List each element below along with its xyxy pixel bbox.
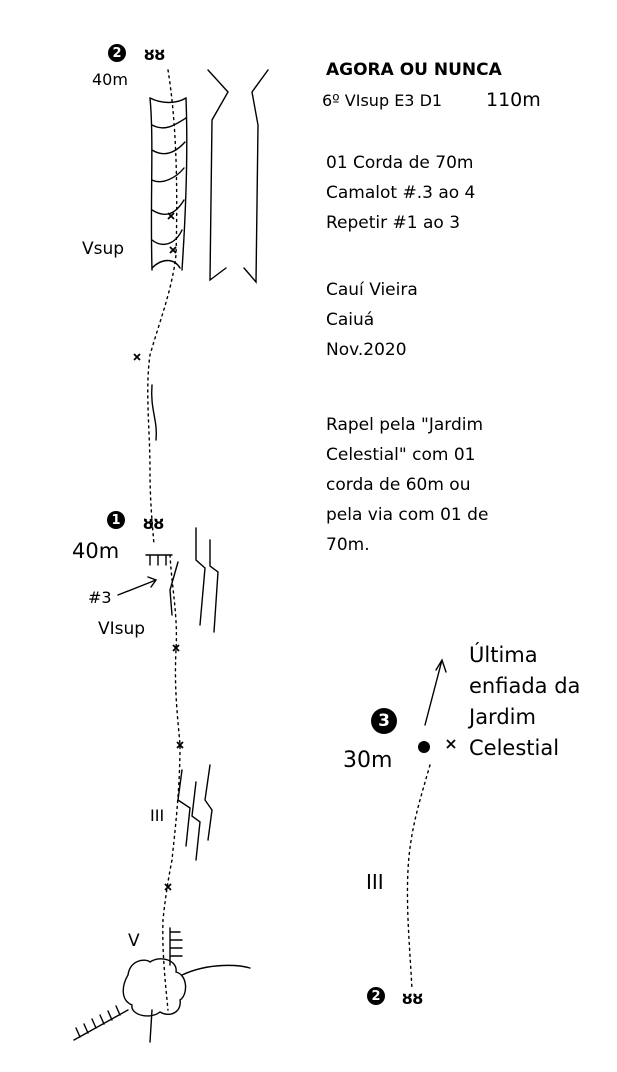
corner-left [207, 69, 229, 282]
grade-label: III [366, 870, 384, 894]
arrow-icon [424, 658, 447, 726]
rappel-line: corda de 60m ou [326, 475, 471, 495]
anchor-bolts: ȣȣ [402, 989, 424, 1008]
pitch-length: 30m [343, 748, 393, 773]
anchor-bolts: ȣȣ [144, 45, 166, 64]
author-list: Cauí Vieira Caiuá Nov.2020 [326, 275, 418, 365]
grade-label: V [128, 931, 140, 951]
side-note-line: enfiada da [469, 674, 581, 698]
date: Nov.2020 [326, 340, 407, 360]
side-note-line: Jardim [469, 705, 536, 729]
bolt-icon [133, 212, 456, 891]
author-item: Cauí Vieira [326, 280, 418, 300]
route-grade: 6º VIsup E3 D1 [322, 91, 443, 110]
belay-number: 2 [112, 45, 122, 61]
route-line [162, 554, 181, 1011]
route-line [147, 69, 178, 546]
arrow-icon [117, 576, 158, 596]
ladder [169, 927, 183, 966]
grade-label: VIsup [98, 619, 146, 639]
pitch-length: 40m [92, 70, 128, 89]
side-note-line: Última [469, 643, 538, 667]
gear-item: 01 Corda de 70m [326, 153, 474, 173]
rappel-line: pela via com 01 de [326, 505, 489, 525]
tree-icon [122, 958, 187, 1043]
ladder [145, 554, 173, 566]
flake [150, 384, 158, 441]
belay-number: 1 [111, 512, 121, 528]
belay-number: 3 [378, 710, 390, 731]
belay-number: 2 [371, 988, 381, 1004]
gear-item: Camalot #.3 ao 4 [326, 183, 476, 203]
cam-note: #3 [88, 588, 112, 607]
grade-label: III [150, 806, 165, 825]
side-note: Última enfiada da Jardim Celestial [469, 640, 580, 764]
route-length: 110m [486, 89, 541, 111]
ladder [73, 1005, 129, 1041]
gear-list: 01 Corda de 70m Camalot #.3 ao 4 Repetir… [326, 148, 475, 238]
side-route-line [406, 764, 431, 991]
crack-icon [177, 764, 213, 861]
rappel-line: Rapel pela "Jardim [326, 415, 484, 435]
pitch-length: 40m [72, 539, 120, 563]
rappel-line: Celestial" com 01 [326, 445, 476, 465]
crack-icon [169, 527, 219, 633]
route-name: AGORA OU NUNCA [326, 60, 502, 80]
belay-badge-icon: 2 [367, 987, 385, 1005]
author-item: Caiuá [326, 310, 375, 330]
corner-right [243, 69, 269, 284]
grade-label: Vsup [82, 239, 125, 259]
rappel-note: Rapel pela "Jardim Celestial" com 01 cor… [326, 410, 488, 560]
rappel-line: 70m. [326, 535, 370, 555]
belay-badge-icon: 3 [371, 708, 397, 734]
anchor-bolts: ȣȣ [143, 514, 165, 533]
belay-badge-icon: 1 [107, 511, 125, 529]
side-note-line: Celestial [469, 736, 560, 760]
belay-badge-icon: 2 [108, 44, 126, 62]
gear-item: Repetir #1 ao 3 [326, 213, 461, 233]
crack-icon [149, 97, 188, 271]
